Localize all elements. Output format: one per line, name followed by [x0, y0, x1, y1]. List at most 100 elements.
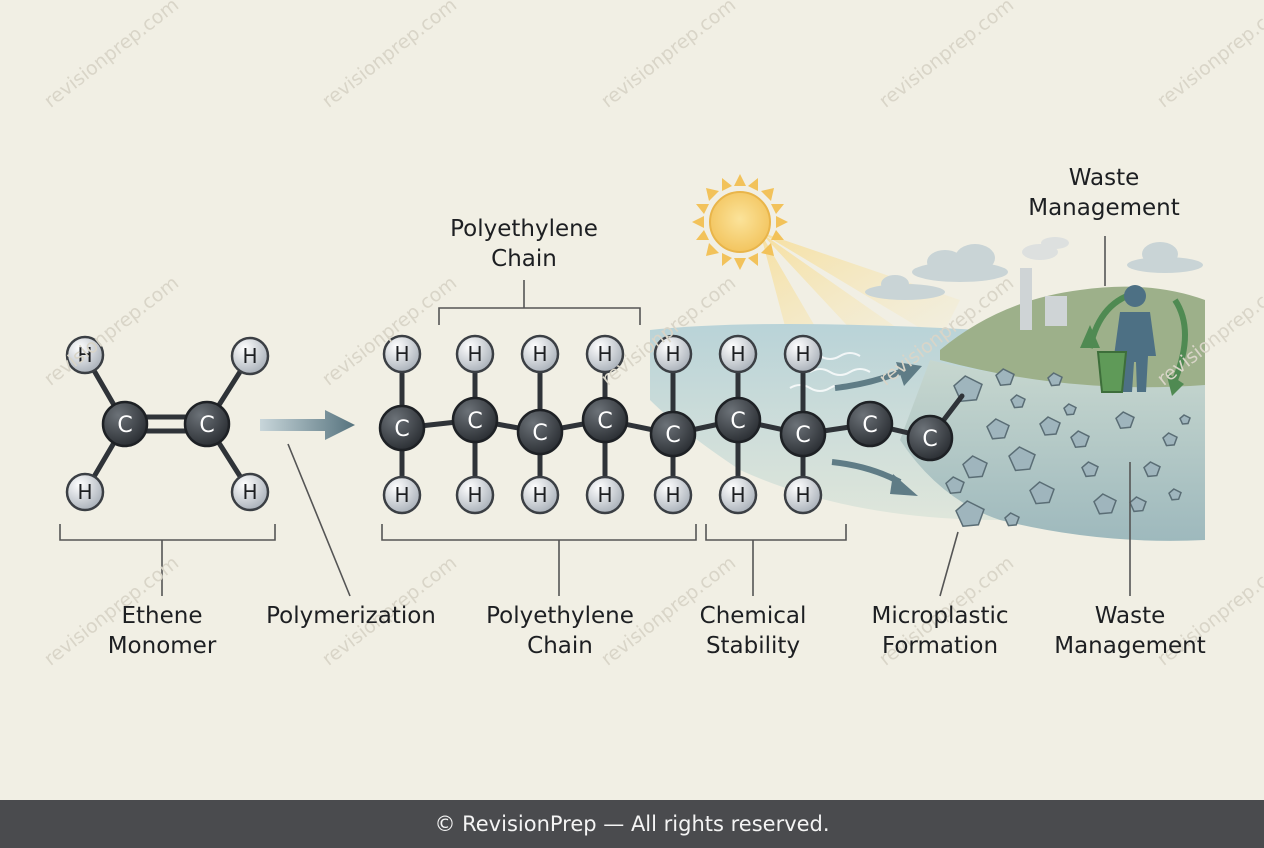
- microplastic-fragment: [1004, 512, 1020, 527]
- microplastic-fragment: [1143, 461, 1161, 478]
- microplastic-fragment: [1162, 432, 1178, 447]
- polymerization-arrow-icon: [260, 410, 355, 440]
- carbon-atom: C: [906, 414, 954, 462]
- person-head-icon: [1124, 285, 1146, 307]
- microplastic-fragment: [945, 476, 965, 494]
- bracket-stability: [705, 524, 847, 596]
- microplastic-fragment: [1081, 461, 1099, 478]
- microplastic-fragment: [1179, 414, 1191, 425]
- label-chain-top: Polyethylene Chain: [450, 216, 598, 272]
- microplastic-fragment: [1008, 446, 1036, 472]
- carbon-symbol: C: [597, 409, 612, 434]
- recycle-arrow-icon: [1172, 298, 1188, 382]
- label-polyethylene-chain: Polyethylene Chain: [486, 603, 634, 659]
- microplastic-fragment: [962, 455, 988, 479]
- hydrogen-symbol: H: [77, 480, 92, 504]
- hydrogen-symbol: H: [665, 483, 680, 507]
- hydrogen-atom: H: [230, 472, 270, 512]
- microplastic-fragment: [1029, 481, 1055, 505]
- hydrogen-symbol: H: [77, 343, 92, 367]
- hydrogen-symbol: H: [730, 483, 745, 507]
- microplastic-fragment: [1047, 372, 1063, 387]
- hydrogen-atom: H: [455, 475, 495, 515]
- hydrogen-atom: H: [65, 335, 105, 375]
- carbon-symbol: C: [795, 423, 810, 448]
- bracket-chain: [381, 524, 697, 596]
- hydrogen-symbol: H: [532, 483, 547, 507]
- arrows: [260, 362, 922, 496]
- hydrogen-atom: H: [455, 334, 495, 374]
- hydrogen-atom: H: [718, 475, 758, 515]
- flow-arrow-icon: [834, 369, 902, 391]
- sun-rays: [760, 232, 960, 350]
- microplastic-fragment: [1093, 493, 1117, 515]
- person-recycling-icon: [1080, 285, 1188, 396]
- microplastic-fragment: [1070, 430, 1090, 448]
- microplastic-fragments: [945, 368, 1191, 527]
- hydrogen-atom: H: [520, 475, 560, 515]
- atoms: C C H H H H C C C C C C C C C H H H H H H H H H H H H H H: [65, 334, 954, 515]
- carbon-symbol: C: [730, 409, 745, 434]
- hydrogen-symbol: H: [394, 342, 409, 366]
- hydrogen-symbol: H: [532, 342, 547, 366]
- hydrogen-atom: H: [585, 475, 625, 515]
- label-chemical-stability: Chemical Stability: [699, 603, 807, 659]
- carbon-atom: C: [779, 410, 827, 458]
- hydrogen-symbol: H: [795, 342, 810, 366]
- label-polymerization: Polymerization: [266, 603, 436, 629]
- hydrogen-symbol: H: [665, 342, 680, 366]
- carbon-atom: C: [378, 404, 426, 452]
- hydrogen-atom: H: [585, 334, 625, 374]
- carbon-symbol: C: [665, 423, 680, 448]
- hydrogen-atom: H: [718, 334, 758, 374]
- hydrogen-symbol: H: [242, 480, 257, 504]
- carbon-symbol: C: [394, 417, 409, 442]
- carbon-atom: C: [714, 396, 762, 444]
- factory-icon: [1020, 237, 1069, 330]
- label-waste-management: Waste Management: [1054, 603, 1206, 659]
- bracket-lines: [59, 236, 1131, 597]
- sun-icon: [692, 174, 788, 270]
- cloud-icons: [865, 242, 1203, 300]
- carbon-atom: C: [649, 410, 697, 458]
- microplastic-fragment: [1115, 411, 1135, 429]
- microplastic-fragment: [1063, 403, 1077, 416]
- hydrogen-symbol: H: [730, 342, 745, 366]
- hydrogen-atom: H: [520, 334, 560, 374]
- carbon-atom: C: [516, 408, 564, 456]
- microplastic-fragment: [995, 368, 1015, 386]
- carbon-symbol: C: [862, 413, 877, 438]
- hydrogen-symbol: H: [795, 483, 810, 507]
- hydrogen-symbol: H: [467, 342, 482, 366]
- hydrogen-atom: H: [382, 334, 422, 374]
- carbon-symbol: C: [532, 421, 547, 446]
- microplastic-fragment: [986, 418, 1010, 440]
- hydrogen-symbol: H: [394, 483, 409, 507]
- microplastic-fragment: [1129, 496, 1147, 513]
- hydrogen-symbol: H: [242, 344, 257, 368]
- hydrogen-atom: H: [783, 475, 823, 515]
- carbon-atom: C: [451, 396, 499, 444]
- leader-polymerization: [287, 443, 351, 597]
- hydrogen-atom: H: [783, 334, 823, 374]
- carbon-atom: C: [183, 400, 231, 448]
- microplastic-fragment: [1039, 416, 1061, 436]
- carbon-symbol: C: [199, 413, 214, 438]
- hydrogen-atom: H: [653, 334, 693, 374]
- carbon-symbol: C: [117, 413, 132, 438]
- microplastic-fragment: [955, 500, 985, 527]
- hydrogen-symbol: H: [597, 342, 612, 366]
- bracket-ethene: [59, 524, 276, 596]
- leader-microplastic: [939, 531, 959, 597]
- hydrogen-atom: H: [653, 475, 693, 515]
- label-microplastic-formation: Microplastic Formation: [871, 603, 1009, 659]
- hydrogen-atom: H: [65, 472, 105, 512]
- microplastic-fragment: [1168, 488, 1182, 501]
- carbon-atom: C: [581, 396, 629, 444]
- hydrogen-symbol: H: [467, 483, 482, 507]
- copyright-footer: © RevisionPrep — All rights reserved.: [0, 800, 1264, 848]
- label-ethene-monomer: Ethene Monomer: [107, 603, 217, 659]
- hydrogen-atom: H: [230, 336, 270, 376]
- carbon-symbol: C: [922, 427, 937, 452]
